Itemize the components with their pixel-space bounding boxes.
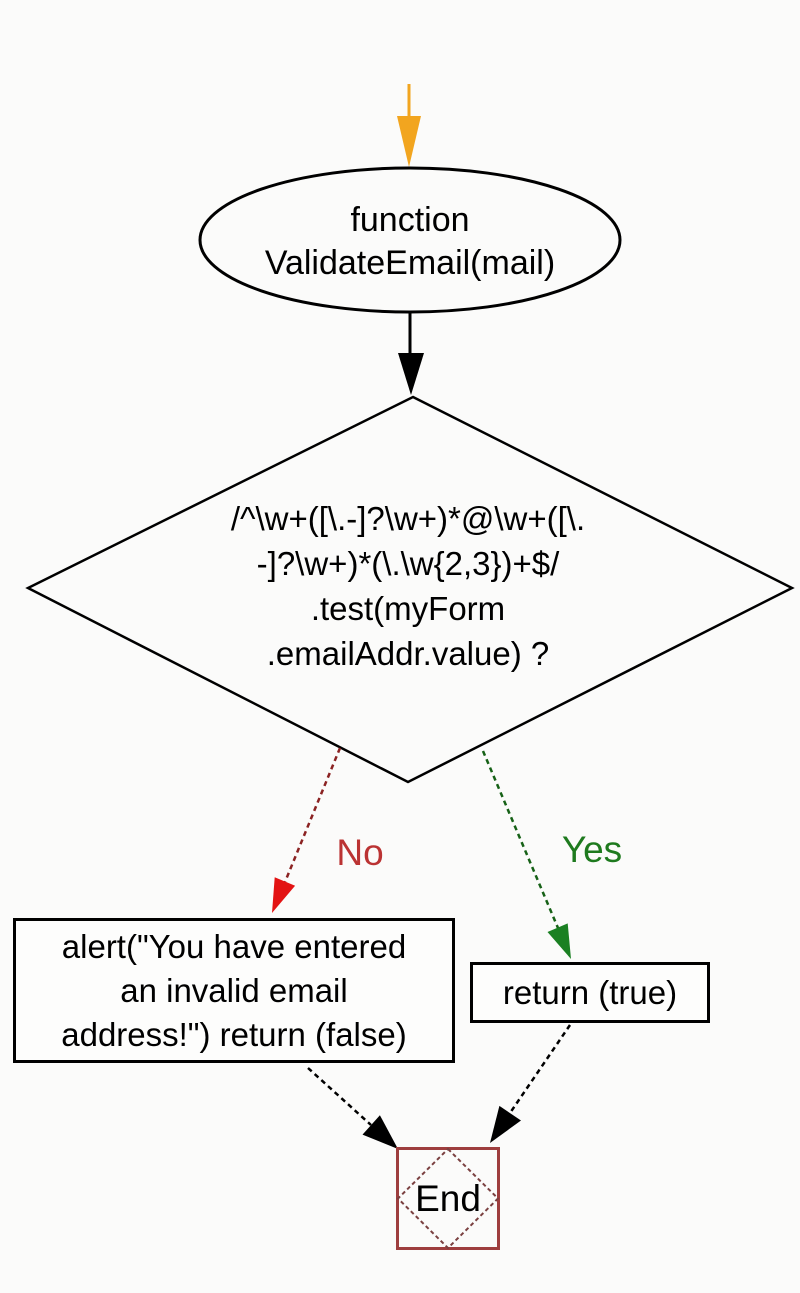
start-to-decision-arrowhead-icon [398, 353, 424, 395]
end-node: End [396, 1147, 500, 1250]
valid-to-end-arrowhead-icon [490, 1105, 521, 1143]
invalid-action-label: alert("You have entered an invalid email… [61, 927, 407, 1053]
decision-node-label: /^\w+([\.-]?\w+)*@\w+([\. -]?\w+)*(\.\w{… [230, 500, 586, 672]
branch-no-label: No [336, 832, 384, 873]
entry-arrow-head-icon [397, 116, 421, 167]
edge-no-line [283, 747, 342, 883]
valid-action-node: return (true) [470, 962, 710, 1023]
branch-yes-label: Yes [561, 829, 623, 870]
valid-to-end-line [508, 1024, 572, 1114]
invalid-action-node: alert("You have entered an invalid email… [13, 918, 455, 1063]
end-inner-diamond-shape [396, 1147, 500, 1250]
invalid-to-end-line [307, 1067, 372, 1126]
invalid-to-end-arrowhead-icon [362, 1115, 398, 1149]
valid-action-label: return (true) [502, 973, 678, 1011]
edge-yes-arrowhead-icon [547, 923, 571, 959]
start-node-label: function ValidateEmail(mail) [264, 201, 556, 282]
edge-no-arrowhead-icon [272, 877, 296, 913]
decision-diamond-shape [25, 395, 795, 784]
end-inner-diamond-icon [396, 1147, 500, 1250]
end-node-label: End [415, 1177, 481, 1219]
edge-yes-line [481, 750, 560, 929]
